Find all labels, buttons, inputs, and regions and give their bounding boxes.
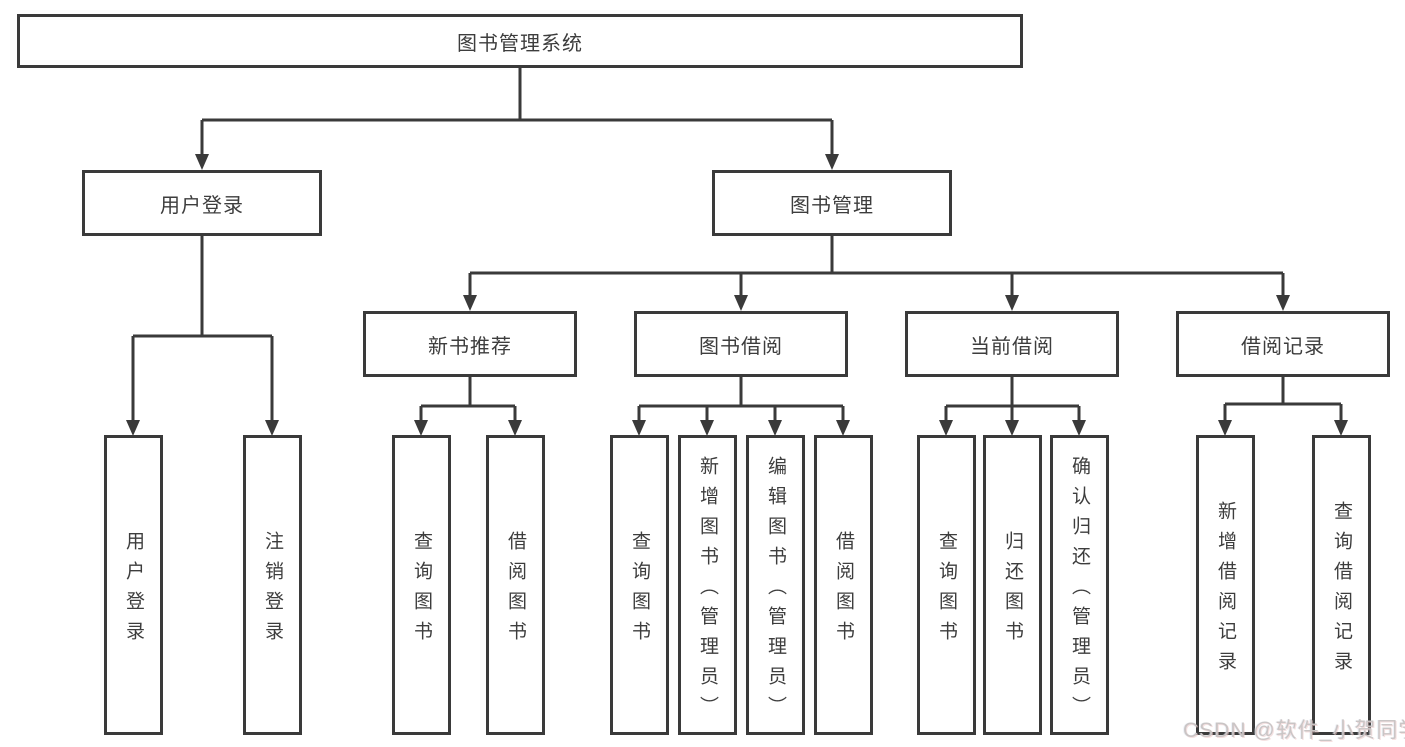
connector-borrowing-to-leaves: [637, 377, 845, 422]
connector-user-login-to-leaves: [131, 236, 274, 422]
leaf-add-book-admin: 新增图书（管理员）: [678, 435, 737, 735]
node-new-book-recommendation: 新书推荐: [363, 311, 577, 377]
connector-recommendation-to-leaves: [419, 377, 517, 422]
node-book-borrowing-label: 图书借阅: [699, 335, 783, 358]
node-user-login: 用户登录: [82, 170, 322, 236]
leaf-user-login: 用户登录: [104, 435, 163, 735]
leaf-recommend-borrow-books: 借阅图书: [486, 435, 545, 735]
node-current-borrowing-label: 当前借阅: [970, 335, 1054, 358]
watermark-text: CSDN @软件_小贺同学: [1183, 719, 1405, 742]
leaf-current-query-books-label: 查询图书: [936, 530, 957, 651]
connector-records-to-leaves: [1223, 377, 1343, 422]
leaf-logout-label: 注销登录: [262, 530, 283, 651]
leaf-borrowing-query-books: 查询图书: [610, 435, 669, 735]
leaf-recommend-borrow-books-label: 借阅图书: [505, 530, 526, 651]
leaf-logout: 注销登录: [243, 435, 302, 735]
node-root: 图书管理系统: [17, 14, 1023, 68]
leaf-edit-book-admin-label: 编辑图书（管理员）: [765, 455, 786, 726]
leaf-add-borrow-record-label: 新增借阅记录: [1215, 500, 1236, 681]
leaf-return-book: 归还图书: [983, 435, 1042, 735]
node-new-book-recommendation-label: 新书推荐: [428, 335, 512, 358]
node-user-login-label: 用户登录: [160, 194, 244, 217]
leaf-return-book-label: 归还图书: [1002, 530, 1023, 651]
connector-book-management-to-level3: [468, 236, 1285, 298]
node-borrowing-records-label: 借阅记录: [1241, 335, 1325, 358]
arrow-down-icons: [126, 154, 1348, 436]
leaf-query-borrow-record: 查询借阅记录: [1312, 435, 1371, 735]
leaf-recommend-query-books-label: 查询图书: [411, 530, 432, 651]
leaf-add-borrow-record: 新增借阅记录: [1196, 435, 1255, 735]
node-book-management-label: 图书管理: [790, 194, 874, 217]
leaf-confirm-return-admin: 确认归还（管理员）: [1050, 435, 1109, 735]
leaf-add-book-admin-label: 新增图书（管理员）: [697, 455, 718, 726]
leaf-borrow-books: 借阅图书: [814, 435, 873, 735]
connector-root-to-level2: [200, 68, 834, 157]
node-book-borrowing: 图书借阅: [634, 311, 848, 377]
watermark: CSDN @软件_小贺同学: [1183, 714, 1405, 744]
leaf-user-login-label: 用户登录: [123, 530, 144, 651]
node-current-borrowing: 当前借阅: [905, 311, 1119, 377]
leaf-edit-book-admin: 编辑图书（管理员）: [746, 435, 805, 735]
leaf-borrowing-query-books-label: 查询图书: [629, 530, 650, 651]
leaf-query-borrow-record-label: 查询借阅记录: [1331, 500, 1352, 681]
leaf-current-query-books: 查询图书: [917, 435, 976, 735]
leaf-recommend-query-books: 查询图书: [392, 435, 451, 735]
node-root-label: 图书管理系统: [457, 32, 583, 55]
leaf-confirm-return-admin-label: 确认归还（管理员）: [1069, 455, 1090, 726]
node-borrowing-records: 借阅记录: [1176, 311, 1390, 377]
leaf-borrow-books-label: 借阅图书: [833, 530, 854, 651]
connector-current-to-leaves: [944, 377, 1081, 422]
node-book-management: 图书管理: [712, 170, 952, 236]
